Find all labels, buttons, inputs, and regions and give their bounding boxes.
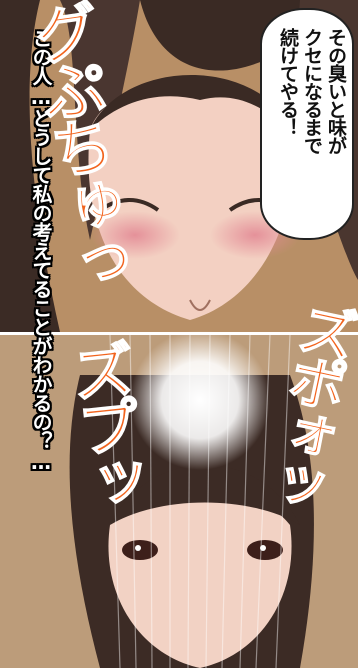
sfx-zupu: ズプッ [58,336,150,512]
speech-bubble-text: その臭いと味が クセになるまで 続けてやる！ [277,28,347,154]
bottom-panel-art [0,335,358,668]
speech-bubble: その臭いと味が クセになるまで 続けてやる！ [260,8,354,240]
bottom-panel [0,335,358,668]
narration-text: この人…どうして私の考えてることがわかるの？… [29,28,53,473]
